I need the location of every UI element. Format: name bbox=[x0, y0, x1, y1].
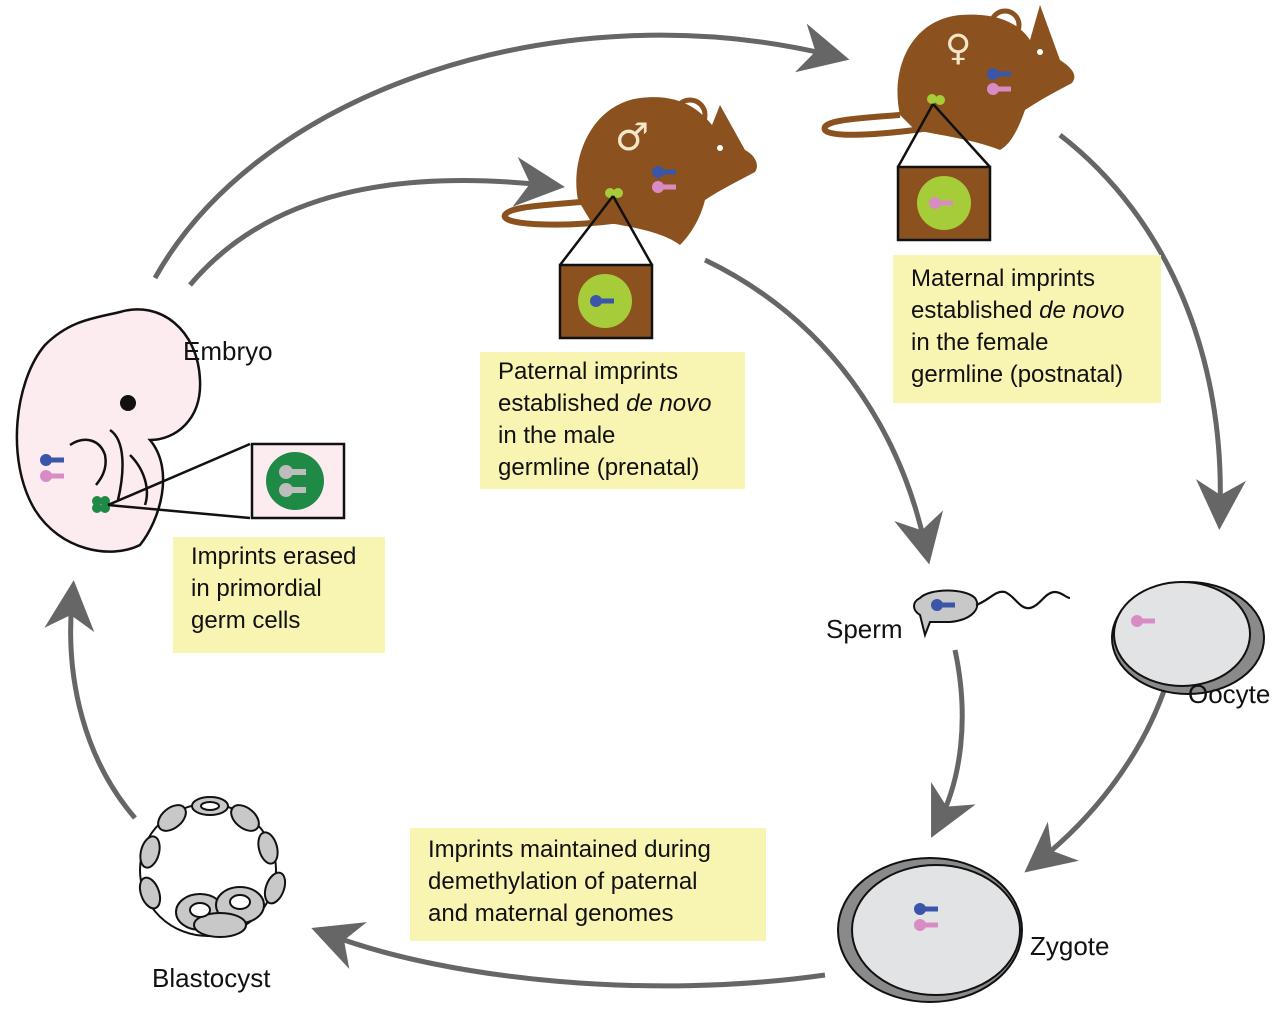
male-mouse-tail bbox=[501, 197, 621, 228]
arrow-zygote-to-blastocyst bbox=[311, 922, 826, 989]
pgc-nucleus bbox=[266, 452, 324, 510]
stage-label-zygote: Zygote bbox=[1030, 931, 1110, 961]
female-mouse: ♀ bbox=[821, 5, 1075, 242]
note-imprints-erased: Imprints erased in primordial germ cells bbox=[173, 537, 385, 653]
female-symbol-icon: ♀ bbox=[945, 28, 971, 69]
arrow-embryo-to-male bbox=[188, 157, 565, 287]
male-mouse: ♂ bbox=[501, 97, 757, 340]
embryo bbox=[15, 308, 346, 553]
blastocyst bbox=[138, 796, 287, 938]
oocyte bbox=[1111, 581, 1265, 695]
sperm bbox=[913, 589, 1071, 639]
arrow-sperm-to-zygote bbox=[931, 649, 976, 838]
stage-label-sperm: Sperm bbox=[826, 614, 903, 644]
stage-label-blastocyst: Blastocyst bbox=[152, 963, 271, 993]
cycle-arrows bbox=[44, 23, 1246, 989]
female-mouse-tail bbox=[821, 112, 931, 138]
female-mouse-body bbox=[897, 5, 1075, 150]
embryo-body bbox=[15, 308, 202, 553]
note-paternal-imprints: Paternal imprints established de novo in… bbox=[480, 352, 745, 489]
note-imprints-maintained: Imprints maintained during demethylation… bbox=[410, 828, 766, 941]
germ-cell-cluster bbox=[605, 188, 623, 198]
embryo-eye bbox=[120, 395, 136, 411]
stage-label-embryo: Embryo bbox=[183, 336, 273, 366]
arrow-male-to-sperm bbox=[703, 257, 944, 565]
arrow-embryo-to-female bbox=[152, 23, 850, 280]
stage-label-oocyte: Oocyte bbox=[1188, 679, 1271, 709]
sperm-tail bbox=[975, 590, 1071, 610]
note-maternal-imprints: Maternal imprints established de novo in… bbox=[893, 255, 1161, 403]
arrow-oocyte-to-zygote bbox=[1024, 687, 1168, 873]
embryo-limb-lower bbox=[109, 428, 149, 506]
sperm-head bbox=[913, 589, 979, 639]
zoom-callout-lines bbox=[107, 442, 251, 520]
zygote bbox=[837, 857, 1023, 1003]
male-symbol-icon: ♂ bbox=[615, 115, 649, 159]
arrow-female-to-oocyte bbox=[1058, 133, 1246, 530]
embryo-limb-upper bbox=[69, 438, 107, 486]
primordial-germ-cell-cluster bbox=[92, 496, 110, 513]
germ-cell-cluster bbox=[927, 94, 945, 105]
arrow-blastocyst-to-embryo bbox=[44, 580, 137, 820]
